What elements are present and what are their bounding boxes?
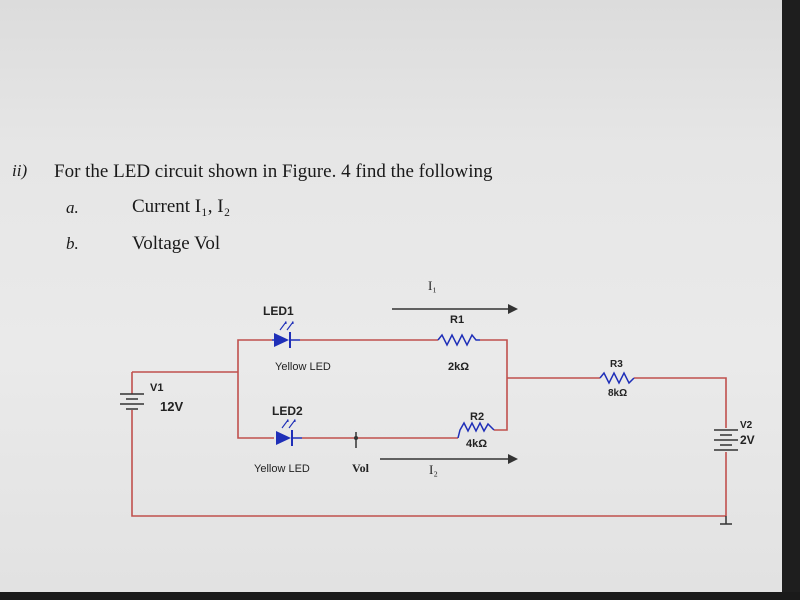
r3-name-label: R3 [610,359,623,370]
led1-type-label: Yellow LED [275,361,331,373]
i2-arrow-icon [380,454,518,464]
vol-node [354,432,358,448]
v2-value-label: 2V [740,433,755,447]
led1-name-label: LED1 [263,304,294,318]
led2-name-label: LED2 [272,404,303,418]
r2-value-label: 4kΩ [466,438,487,450]
current-i1-label: I₁ [428,278,437,293]
wire-r1-node [480,339,508,378]
textbook-page: ii) For the LED circuit shown in Figure.… [0,0,782,592]
item-a-letter: a. [66,198,79,217]
question-number: ii) [12,161,28,180]
question-text: For the LED circuit shown in Figure. 4 f… [54,161,493,182]
wire-left-bottom [237,372,274,439]
wire-ground-return [131,410,726,517]
wire-r2-node [494,378,508,431]
wire-left-top [237,339,272,372]
page-bottom-edge [0,592,800,600]
current-i2-label: I₂ [429,462,438,477]
item-b-letter: b. [66,234,79,253]
v1-value-label: 12V [160,399,183,414]
item-a-text: Current I₁, I₂ [132,196,231,217]
circuit-diagram: I₁ I₂ LED1 Yellow LED LED2 Yellow LED R1… [120,278,755,525]
i1-arrow-icon [392,304,518,314]
circuit-wires [131,339,727,517]
led1-diode-icon [272,321,300,348]
r1-resistor-icon [437,333,480,347]
v2-name-label: V2 [740,420,753,431]
r2-resistor-icon [457,421,495,439]
r3-value-label: 8kΩ [608,388,627,399]
r2-name-label: R2 [470,411,484,423]
wire-r3-v2 [634,377,727,428]
v1-name-label: V1 [150,382,163,394]
r1-value-label: 2kΩ [448,361,469,373]
v1-battery-symbol [120,393,144,410]
page-right-edge [782,0,800,600]
v2-battery-symbol [714,429,738,451]
led2-type-label: Yellow LED [254,463,310,475]
r3-resistor-icon [599,371,635,385]
ground-icon [720,516,732,525]
vol-node-label: Vol [352,461,370,475]
item-b-text: Voltage Vol [132,233,221,254]
r1-name-label: R1 [450,314,464,326]
led2-diode-icon [276,419,302,446]
